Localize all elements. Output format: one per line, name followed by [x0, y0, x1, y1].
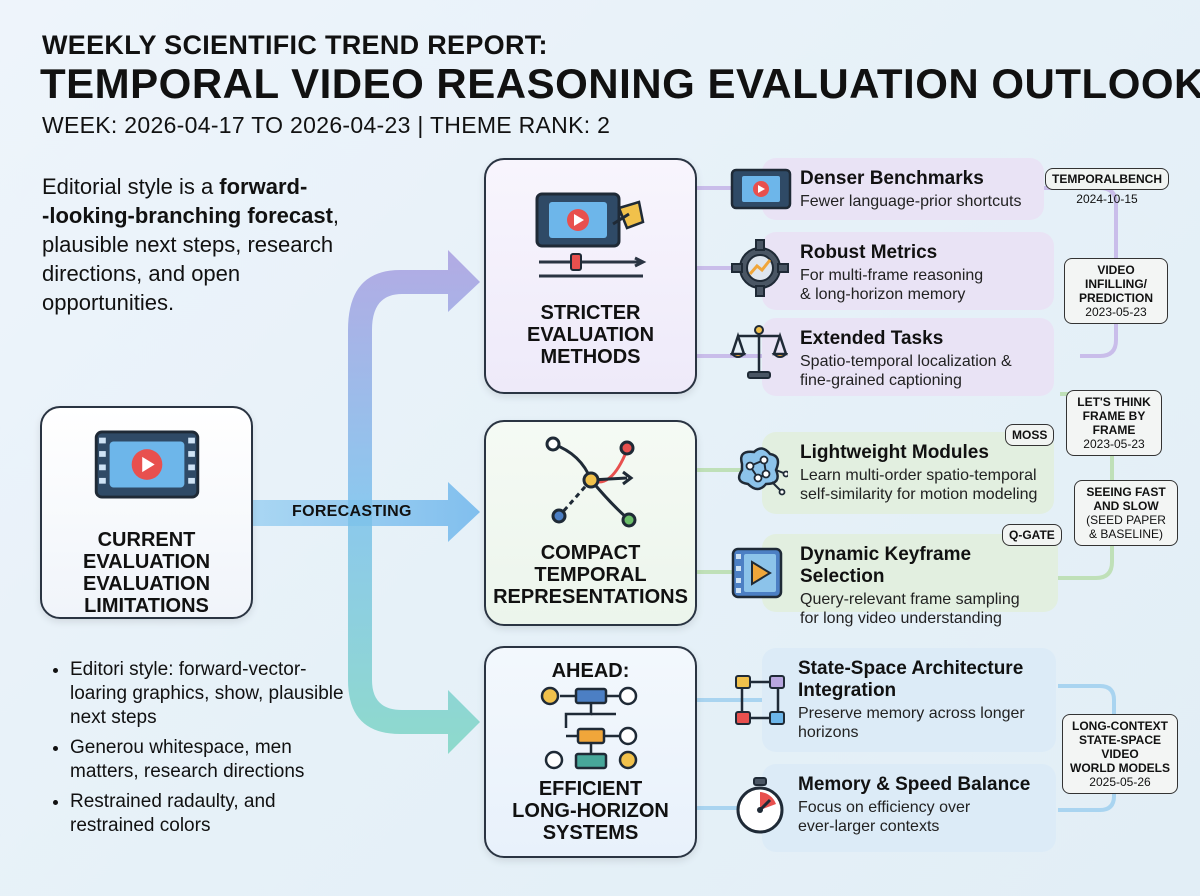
item-memory-speed[interactable]: Memory & Speed Balance Focus on efficien…: [762, 764, 1056, 852]
item-denser-benchmarks[interactable]: Denser Benchmarks Fewer language-prior s…: [762, 158, 1044, 220]
intro-pre: Editorial style is a: [42, 174, 220, 199]
citation-tag: LET'S THINK FRAME BY FRAME: [1077, 395, 1151, 437]
branching-arrows-icon: [545, 436, 636, 528]
citation-date: 2025-05-26: [1089, 775, 1151, 789]
style-bullets: Editori style: forward-vector-loaring gr…: [52, 658, 352, 844]
bullet-item: Editori style: forward-vector-loaring gr…: [70, 658, 352, 730]
bullet-item: Restrained radaulty, and restrained colo…: [70, 790, 352, 838]
citation-date: 2023-05-23: [1083, 437, 1145, 451]
item-desc: Preserve memory across longer horizons: [798, 705, 1025, 741]
bullet-item: Generou whitespace, men matters, researc…: [70, 736, 352, 784]
intro-text: Editorial style is a forward- -looking-b…: [42, 172, 362, 317]
report-kicker: WEEKLY SCIENTIFIC TREND REPORT:: [42, 30, 548, 60]
branch-card-stricter-evaluation[interactable]: STRICTER EVALUATION METHODS: [484, 158, 697, 394]
citation-sub: (SEED PAPER & BASELINE): [1086, 513, 1166, 541]
report-title: TEMPORAL VIDEO REASONING EVALUATION OUTL…: [40, 60, 1200, 107]
citation-moss: MOSS: [1005, 424, 1055, 446]
branch-label-ahead: AHEAD:: [551, 660, 630, 682]
citation-video-infilling: VIDEO INFILLING/ PREDICTION 2023-05-23: [1064, 258, 1168, 324]
item-state-space[interactable]: State-Space Architecture Integration Pre…: [762, 648, 1056, 752]
item-title: Denser Benchmarks: [800, 168, 984, 189]
item-desc: Learn multi-order spatio-temporal self-s…: [800, 467, 1038, 503]
branch-label: EFFICIENT LONG-HORIZON SYSTEMS: [512, 778, 669, 844]
item-desc: Query-relevant frame sampling for long v…: [800, 591, 1020, 627]
intro-bold: forward- -looking-branching forecast: [42, 174, 333, 228]
citation-temporalbench: TEMPORALBENCH 2024-10-15: [1044, 168, 1170, 206]
item-robust-metrics[interactable]: Robust Metrics For multi-frame reasoning…: [762, 232, 1054, 310]
citation-tag: SEEING FAST AND SLOW: [1086, 485, 1166, 513]
citation-tag: TEMPORALBENCH: [1045, 168, 1169, 190]
gear-chart-icon: [731, 239, 789, 297]
item-desc: Spatio-temporal localization & fine-grai…: [800, 353, 1012, 389]
root-label: CURRENT EVALUATION EVALUATION LIMITATION…: [82, 529, 211, 617]
network-blob-icon: [737, 447, 788, 496]
item-desc: Focus on efficiency over ever-larger con…: [798, 799, 971, 835]
item-lightweight-modules[interactable]: Lightweight Modules Learn multi-order sp…: [762, 432, 1054, 514]
citation-tag: VIDEO INFILLING/ PREDICTION: [1078, 263, 1153, 305]
video-edit-icon: [535, 192, 646, 278]
branch-label: STRICTER EVALUATION METHODS: [526, 302, 655, 368]
cycle-icon: [735, 675, 785, 725]
stopwatch-icon: [736, 777, 784, 834]
citation-long-context: LONG-CONTEXT STATE-SPACE VIDEO WORLD MOD…: [1062, 714, 1178, 794]
item-title: State-Space Architecture Integration: [798, 658, 1024, 701]
citation-qgate: Q-GATE: [1002, 524, 1062, 546]
week-line: WEEK: 2026-04-17 TO 2026-04-23 | THEME R…: [42, 112, 611, 138]
item-dynamic-keyframe[interactable]: Dynamic Keyframe Selection Query-relevan…: [762, 534, 1058, 627]
item-title: Lightweight Modules: [800, 442, 989, 463]
video-frame-icon: [730, 168, 792, 210]
citation-date: 2023-05-23: [1085, 305, 1147, 319]
item-extended-tasks[interactable]: Extended Tasks Spatio-temporal localizat…: [762, 318, 1054, 396]
item-title: Memory & Speed Balance: [798, 774, 1031, 795]
branch-label: COMPACT TEMPORAL REPRESENTATIONS: [493, 542, 688, 608]
forecasting-label: FORECASTING: [292, 503, 412, 520]
citation-date: 2024-10-15: [1076, 192, 1138, 206]
item-desc: Fewer language-prior shortcuts: [800, 193, 1022, 210]
citation-tag: LONG-CONTEXT STATE-SPACE VIDEO WORLD MOD…: [1070, 719, 1170, 775]
intro-post: , plausible next steps, research directi…: [42, 203, 340, 315]
citation-lets-think: LET'S THINK FRAME BY FRAME 2023-05-23: [1066, 390, 1162, 456]
timeline-flow-icon: [540, 686, 637, 770]
root-card[interactable]: CURRENT EVALUATION EVALUATION LIMITATION…: [40, 406, 253, 619]
item-title: Extended Tasks: [800, 328, 944, 349]
arrow-trunk: [348, 250, 480, 754]
video-play-icon: [94, 430, 199, 499]
keyframe-icon: [731, 547, 783, 599]
item-title: Robust Metrics: [800, 242, 938, 263]
scale-icon: [730, 325, 788, 379]
branch-card-compact-temporal[interactable]: COMPACT TEMPORAL REPRESENTATIONS: [484, 420, 697, 626]
item-title: Dynamic Keyframe Selection: [800, 544, 972, 587]
branch-card-efficient-long-horizon[interactable]: AHEAD: EFFICIENT LONG-HORIZON SYSTEMS: [484, 646, 697, 858]
citation-seeing-fast: SEEING FAST AND SLOW (SEED PAPER & BASEL…: [1074, 480, 1178, 546]
item-desc: For multi-frame reasoning & long-horizon…: [800, 267, 984, 303]
